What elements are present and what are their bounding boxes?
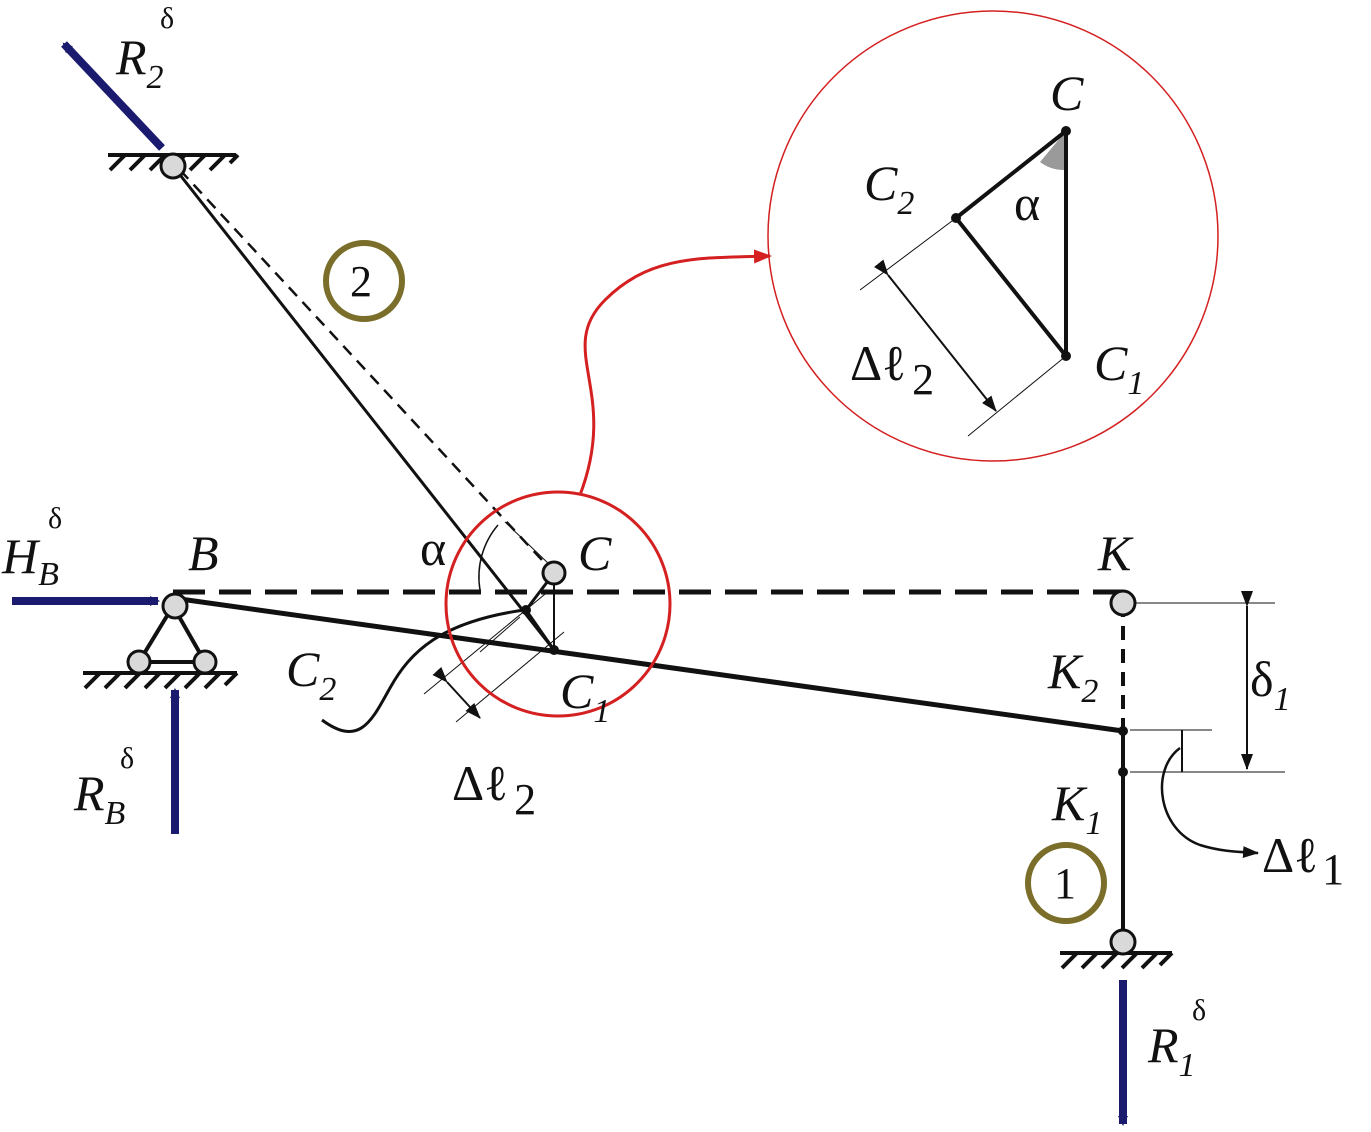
point-C2: [521, 605, 531, 615]
label-K1: K1: [1051, 775, 1102, 842]
detail-highlight-circle: [444, 490, 672, 718]
delta1-dimension: [1130, 591, 1285, 773]
force-arrow-R2: [61, 41, 165, 151]
support-1-hatching: [1060, 951, 1174, 970]
detail-geometry: [859, 126, 1071, 437]
label-angle: α: [420, 520, 446, 576]
label-C: C: [578, 525, 612, 581]
hinge-C: [541, 560, 567, 586]
label-delta1: δ1: [1250, 651, 1291, 718]
label-HB-sup: δ: [48, 502, 62, 535]
point-K1: [1118, 767, 1128, 777]
label-R2-sup: δ: [160, 2, 174, 35]
rigid-bar-deformed-BK2: [172, 595, 1124, 734]
label-K: K: [1097, 525, 1134, 581]
label-C1: C1: [560, 663, 610, 730]
bar-2-original: [179, 169, 555, 574]
label-K2: K2: [1047, 643, 1098, 710]
label-C2: C2: [286, 641, 336, 708]
bar-1-number: 1: [1054, 859, 1076, 908]
point-C1: [549, 645, 559, 655]
label-dl1: Δℓ1: [1262, 827, 1344, 894]
detail-label-C1: C1: [1094, 335, 1144, 402]
detail-link-arrow: [578, 249, 772, 496]
bar-2-number-ring: [323, 240, 405, 322]
label-B: B: [188, 525, 219, 581]
bar-2-number: 2: [350, 257, 372, 306]
detail-zoom-circle: [767, 10, 1219, 462]
label-R1: R1: [1147, 1017, 1196, 1084]
hinge-top-support-2: [159, 152, 187, 180]
bar-2-deformed: [171, 165, 556, 651]
hinge-support-1: [1109, 928, 1137, 956]
hinge-B: [161, 592, 189, 620]
label-RB-sup: δ: [120, 742, 134, 775]
dl1-leader-curve: [1160, 746, 1259, 859]
point-K2: [1118, 726, 1128, 736]
detail-label-angle: α: [1014, 175, 1040, 231]
bar-1-number-ring: [1025, 842, 1107, 924]
dl2-dimension-arrow: [432, 666, 481, 719]
support-B-pinned: [83, 602, 239, 690]
label-RB: RB: [73, 765, 126, 832]
C2-leader-curve: [321, 608, 525, 733]
label-HB: HB: [1, 528, 59, 593]
hinge-K: [1109, 589, 1137, 617]
detail-label-C2: C2: [864, 155, 914, 222]
label-R1-sup: δ: [1192, 994, 1206, 1027]
label-R2: R2: [115, 29, 164, 96]
detail-label-C: C: [1050, 65, 1084, 121]
